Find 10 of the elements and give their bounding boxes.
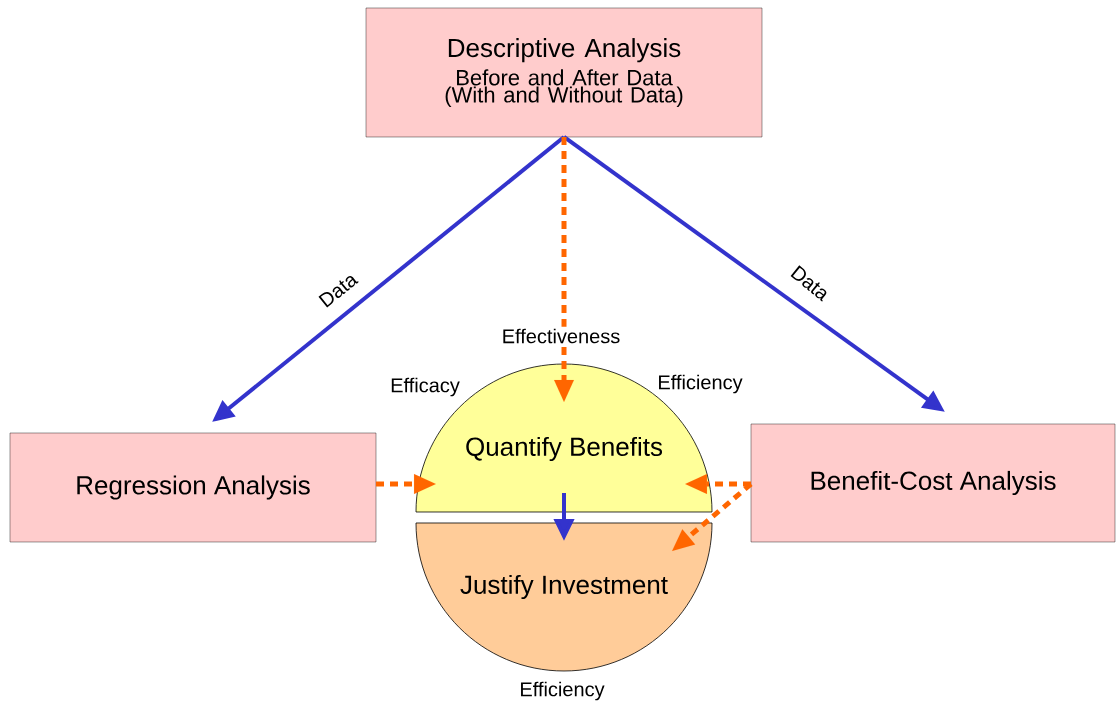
- arrow: [685, 474, 751, 494]
- label-text: Efficiency: [521, 681, 605, 701]
- process-box: Descriptive Analysis Before and After Data (With and Without Data): [365, 7, 763, 138]
- process-box: Benefit-Cost Analysis: [750, 423, 1116, 543]
- arrow: [376, 474, 436, 494]
- edge-label: Data: [314, 268, 362, 312]
- edge-label: Effectiveness: [499, 326, 623, 346]
- arrow: [554, 137, 574, 402]
- arrow: [672, 482, 753, 551]
- process-box: Regression Analysis: [9, 432, 377, 543]
